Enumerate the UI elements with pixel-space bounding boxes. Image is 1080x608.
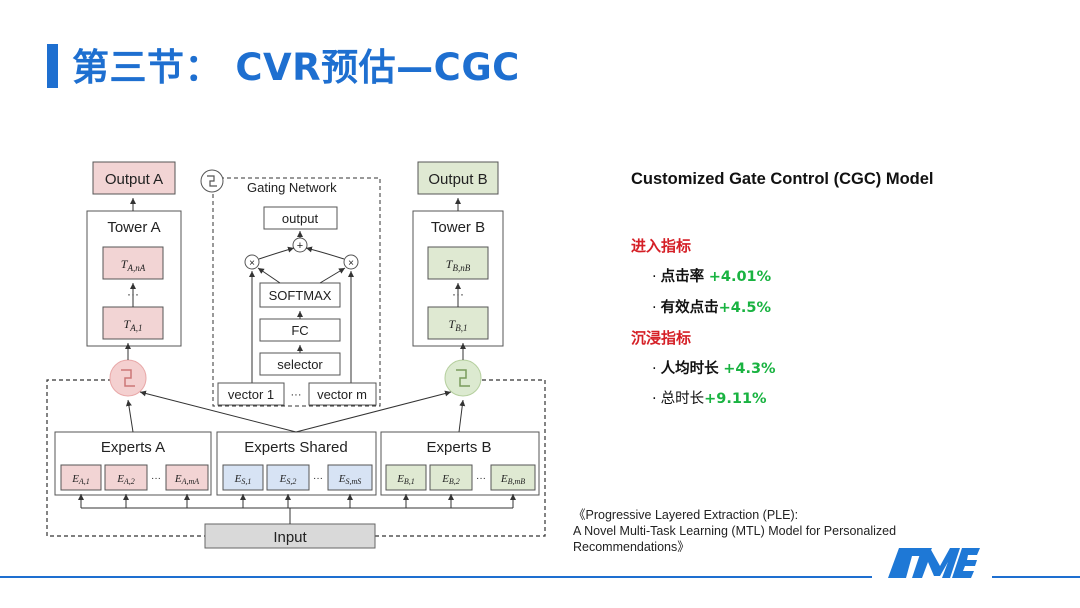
gate-output-label: output xyxy=(282,211,319,226)
gating-network-box xyxy=(212,177,381,407)
metric-bullet: · xyxy=(652,391,657,407)
metric-bullet: · xyxy=(652,300,657,316)
experts-shared-label: Experts Shared xyxy=(244,439,347,456)
model-title: Customized Gate Control (CGC) Model xyxy=(631,170,934,188)
svg-text:ES,2: ES,2 xyxy=(279,473,297,486)
expert-b-m xyxy=(490,464,536,491)
expert-b-2 xyxy=(429,464,473,491)
experts-b-ellipsis: ··· xyxy=(476,473,486,484)
tower-b-top-layer xyxy=(427,246,489,280)
selector-label: selector xyxy=(277,357,323,372)
metric-bullet: · xyxy=(652,269,657,285)
softmax-box xyxy=(259,282,341,308)
expert-a-1 xyxy=(60,464,102,491)
vector-m-box xyxy=(308,382,377,406)
svg-text:EB,2: EB,2 xyxy=(441,473,460,486)
experts-a-label: Experts A xyxy=(101,439,165,456)
tower-a-top-layer xyxy=(102,246,164,280)
expert-s-1 xyxy=(222,464,264,491)
expert-s-2 xyxy=(266,464,310,491)
tower-b-bottom-layer xyxy=(427,306,489,340)
title-accent-bar xyxy=(47,44,58,88)
metric-value: +4.5% xyxy=(718,300,771,316)
gating-network-label: Gating Network xyxy=(247,180,337,195)
citation-line-2: A Novel Multi-Task Learning (MTL) Model … xyxy=(573,524,897,538)
footer-line-right xyxy=(992,576,1080,578)
expert-a-m xyxy=(165,464,209,491)
vector-ellipsis: ··· xyxy=(291,389,302,401)
metric-total-duration: ·总时长+9.11% xyxy=(652,387,767,408)
metric-value: +4.01% xyxy=(708,269,772,285)
tower-b-label: Tower B xyxy=(431,219,485,236)
experts-a-ellipsis: ··· xyxy=(151,473,161,484)
metric-value: +4.3% xyxy=(723,361,776,377)
svg-text:ES,mS: ES,mS xyxy=(338,473,362,486)
vector-1-box xyxy=(217,382,285,406)
metric-avg-duration: ·人均时长 +4.3% xyxy=(652,357,776,378)
metric-bullet: · xyxy=(652,361,657,377)
multiply-node-left xyxy=(244,254,260,270)
input-box xyxy=(204,523,376,549)
dashed-path-a xyxy=(46,379,205,537)
expert-b-1 xyxy=(385,464,427,491)
metric-value: +9.11% xyxy=(704,391,767,407)
dashed-path-b xyxy=(375,379,546,537)
fc-label: FC xyxy=(291,323,308,338)
citation-line-3: Recommendations》 xyxy=(573,540,690,554)
tower-a-label: Tower A xyxy=(107,219,160,236)
softmax-label: SOFTMAX xyxy=(269,288,332,303)
vector-m-label: vector m xyxy=(317,387,367,402)
metric-name: 有效点击 xyxy=(660,300,719,316)
svg-text:EA,mA: EA,mA xyxy=(174,473,199,486)
svg-text:EA,1: EA,1 xyxy=(71,473,90,486)
multiply-node-right xyxy=(343,254,359,270)
paper-citation: 《Progressive Layered Extraction (PLE): A… xyxy=(573,507,896,555)
svg-text:EB,mB: EB,mB xyxy=(500,473,525,486)
tme-logo-icon xyxy=(888,548,980,578)
section-immersion-metrics: 沉浸指标 xyxy=(631,329,692,347)
plus-node-symbol: + xyxy=(297,240,303,252)
tower-a-bottom-layer xyxy=(102,306,164,340)
output-b-box xyxy=(417,161,499,195)
expert-a-2 xyxy=(104,464,148,491)
svg-text:EA,2: EA,2 xyxy=(116,473,135,486)
metric-name: 总时长 xyxy=(660,391,705,407)
output-a-box xyxy=(92,161,176,195)
metric-name: 点击率 xyxy=(660,269,705,285)
section-entry-metrics: 进入指标 xyxy=(631,237,692,255)
input-label: Input xyxy=(273,529,307,546)
citation-line-1: 《Progressive Layered Extraction (PLE): xyxy=(573,508,799,522)
svg-text:ES,1: ES,1 xyxy=(234,473,252,486)
output-b-label: Output B xyxy=(428,171,487,188)
experts-shared-ellipsis: ··· xyxy=(313,473,323,484)
multiply-left-symbol: × xyxy=(249,258,255,269)
multiply-right-symbol: × xyxy=(348,258,354,269)
expert-s-m xyxy=(327,464,373,491)
experts-b-label: Experts B xyxy=(426,439,491,456)
metric-valid-click: ·有效点击+4.5% xyxy=(652,296,771,317)
svg-text:EB,1: EB,1 xyxy=(396,473,415,486)
page-title: 第三节： CVR预估—CGC xyxy=(72,46,520,89)
metric-name: 人均时长 xyxy=(660,361,719,377)
vector-1-label: vector 1 xyxy=(228,387,274,402)
metric-ctr: ·点击率 +4.01% xyxy=(652,265,771,286)
gate-output-box xyxy=(263,206,338,230)
output-a-label: Output A xyxy=(105,171,163,188)
footer-line-left xyxy=(0,576,872,578)
